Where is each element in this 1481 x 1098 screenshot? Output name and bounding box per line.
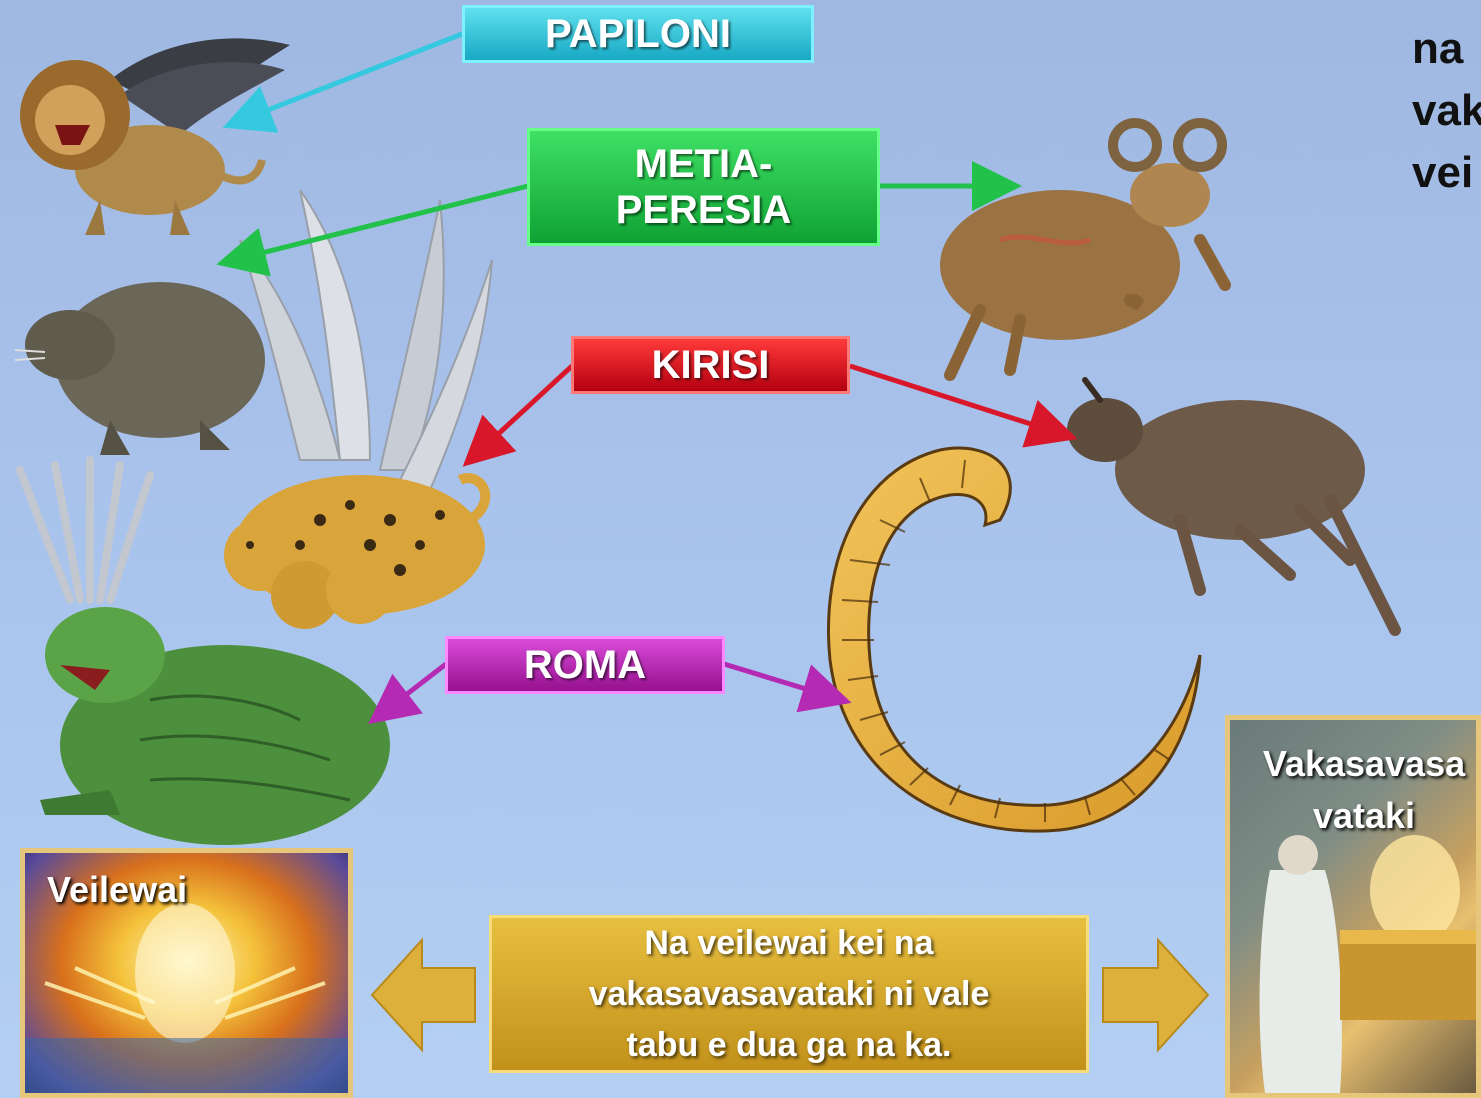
arrow-rome-left bbox=[376, 664, 446, 718]
lion-with-wings-illustration bbox=[20, 38, 290, 235]
arrow-greece-right bbox=[850, 366, 1068, 436]
leopard-with-four-heads-illustration bbox=[224, 190, 492, 629]
photo-judgment: Veilewai bbox=[20, 848, 353, 1098]
gold-arrow-right bbox=[1103, 940, 1208, 1050]
goat-illustration bbox=[1067, 380, 1395, 630]
arrow-greece-left bbox=[470, 366, 572, 460]
side-text-cropped: na vak vei bbox=[1412, 18, 1481, 204]
label-greece: KIRISI bbox=[571, 336, 850, 394]
arrow-medo-persia-left bbox=[226, 186, 528, 262]
arrow-rome-right bbox=[724, 664, 842, 700]
label-babylon: PAPILONI bbox=[462, 5, 814, 63]
photo-cleansing-caption: Vakasavasa vataki bbox=[1246, 738, 1481, 842]
gold-arrow-left bbox=[372, 940, 475, 1050]
ram-illustration bbox=[940, 123, 1225, 375]
photo-cleansing: Vakasavasa vataki bbox=[1225, 715, 1481, 1098]
label-rome: ROMA bbox=[445, 636, 725, 694]
bear-illustration bbox=[15, 282, 265, 455]
label-medo-persia: METIA- PERESIA bbox=[527, 128, 880, 246]
center-statement: Na veilewai kei na vakasavasavataki ni v… bbox=[489, 915, 1089, 1073]
photo-judgment-caption: Veilewai bbox=[47, 869, 187, 911]
